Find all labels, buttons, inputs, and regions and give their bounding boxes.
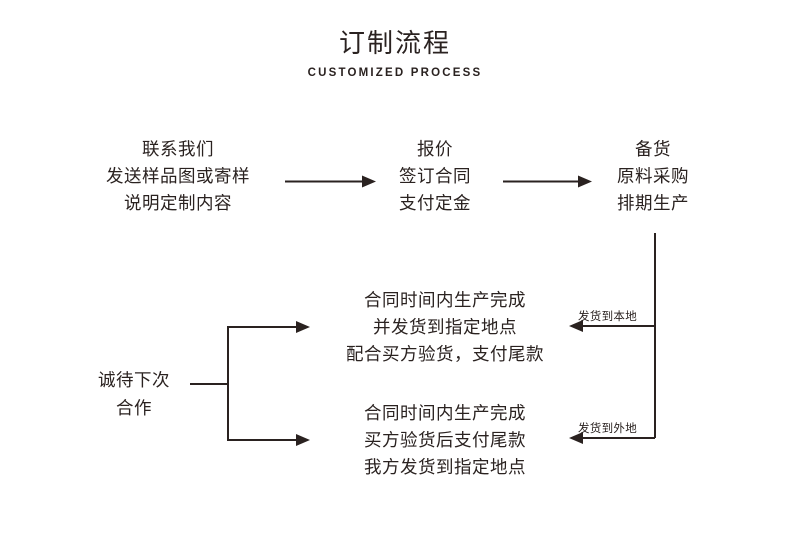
flow-node-local-delivery-line-3: 配合买方验货，支付尾款	[346, 344, 544, 364]
flow-node-contact-line-2: 发送样品图或寄样	[106, 166, 250, 186]
flow-node-stock-line-2: 原料采购	[617, 166, 689, 186]
flow-node-closing-line-2: 合作	[116, 398, 152, 418]
flow-node-remote-delivery-line-1: 合同时间内生产完成	[364, 403, 526, 423]
arrow-contact-to-quote	[285, 175, 376, 188]
bracket-closing-branches	[190, 321, 310, 446]
flow-node-local-delivery-line-2: 并发货到指定地点	[373, 317, 517, 337]
flow-node-remote-delivery-line-2: 买方验货后支付尾款	[364, 430, 526, 450]
flow-node-quote-line-3: 支付定金	[399, 193, 471, 213]
flow-node-closing: 诚待下次 合作	[78, 366, 190, 422]
flow-node-local-delivery-line-1: 合同时间内生产完成	[364, 290, 526, 310]
flow-node-quote-line-1: 报价	[417, 139, 453, 159]
page-header: 订制流程 CUSTOMIZED PROCESS	[0, 26, 790, 83]
flow-node-stock: 备货 原料采购 排期生产	[588, 136, 718, 217]
edge-label-ship-remote: 发货到外地	[578, 423, 637, 435]
flow-node-remote-delivery: 合同时间内生产完成 买方验货后支付尾款 我方发货到指定地点	[310, 400, 580, 481]
flow-node-stock-line-3: 排期生产	[617, 193, 689, 213]
flow-node-contact-line-1: 联系我们	[142, 139, 214, 159]
flow-node-contact: 联系我们 发送样品图或寄样 说明定制内容	[73, 136, 283, 217]
flow-node-closing-line-1: 诚待下次	[98, 370, 170, 390]
edge-label-ship-local: 发货到本地	[578, 311, 637, 323]
flow-node-local-delivery: 合同时间内生产完成 并发货到指定地点 配合买方验货，支付尾款	[310, 287, 580, 368]
flow-node-quote: 报价 签订合同 支付定金	[370, 136, 500, 217]
flow-node-quote-line-2: 签订合同	[399, 166, 471, 186]
flow-node-stock-line-1: 备货	[635, 139, 671, 159]
page-title: 订制流程	[338, 28, 451, 58]
page-subtitle: CUSTOMIZED PROCESS	[307, 67, 483, 79]
arrow-quote-to-stock	[503, 175, 592, 188]
flow-node-remote-delivery-line-3: 我方发货到指定地点	[364, 457, 526, 477]
flow-node-contact-line-3: 说明定制内容	[124, 193, 232, 213]
